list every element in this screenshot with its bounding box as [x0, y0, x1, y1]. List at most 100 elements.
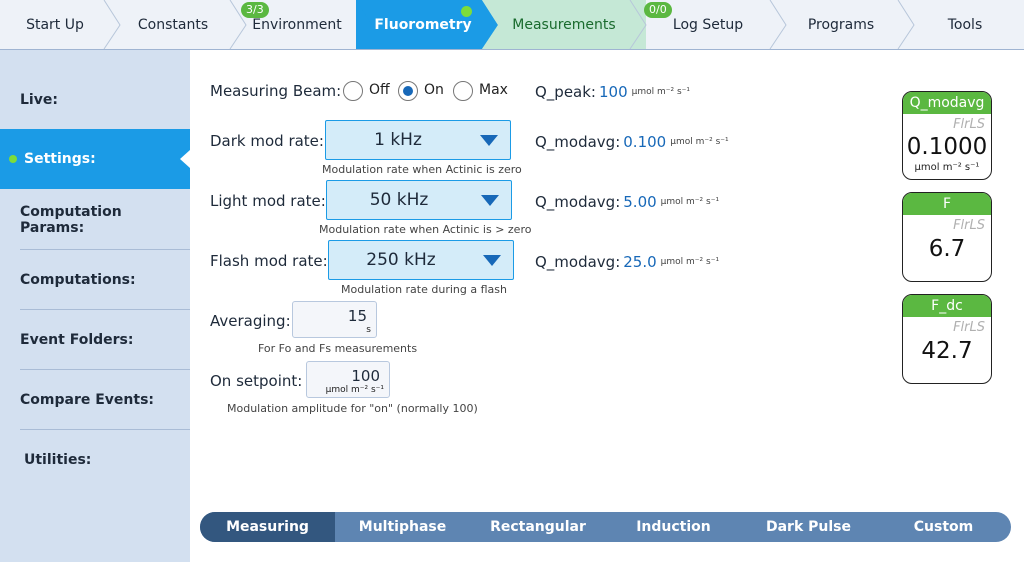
on-setpoint-unit: µmol m⁻² s⁻¹ — [325, 385, 384, 395]
sidebar-divider — [20, 309, 190, 310]
readout-card-f-dc[interactable]: F_dc FlrLS 42.7 — [902, 294, 992, 384]
on-setpoint-input[interactable]: 100 µmol m⁻² s⁻¹ — [306, 361, 390, 398]
sidebar-item-event-folders[interactable]: Event Folders: — [0, 310, 190, 370]
segment-custom[interactable]: Custom — [876, 512, 1011, 542]
segment-induction[interactable]: Induction — [606, 512, 741, 542]
readout-title: F — [903, 193, 991, 215]
tab-environment[interactable]: 3/3 Environment — [236, 0, 358, 49]
sidebar-divider — [20, 369, 190, 370]
quantity-key: Q_modavg: — [535, 193, 621, 211]
measuring-beam-off-radio[interactable] — [343, 81, 363, 101]
readout-value: 6.7 — [928, 236, 966, 262]
chevron-down-icon — [480, 135, 498, 146]
chevron-down-icon — [483, 255, 501, 266]
quantity-unit: µmol m⁻² s⁻¹ — [660, 197, 720, 207]
tab-programs[interactable]: Programs — [776, 0, 906, 49]
sidebar-item-compare-events[interactable]: Compare Events: — [0, 370, 190, 430]
radio-label-on: On — [424, 82, 444, 98]
active-dot — [9, 155, 17, 163]
measuring-beam-label: Measuring Beam: — [210, 82, 342, 100]
sidebar-item-utilities[interactable]: Utilities: — [0, 430, 190, 490]
readout-source: FlrLS — [953, 320, 985, 335]
readout-title: Q_modavg — [903, 92, 991, 114]
sidebar-item-label: Compare Events: — [20, 392, 154, 408]
sidebar-item-computation-params[interactable]: Computation Params: — [0, 190, 190, 250]
quantity-key: Q_modavg: — [535, 133, 621, 151]
segment-multiphase[interactable]: Multiphase — [335, 512, 470, 542]
light-mod-rate-label: Light mod rate: — [210, 192, 326, 210]
tab-constants[interactable]: Constants — [110, 0, 236, 49]
averaging-hint: For Fo and Fs measurements — [258, 342, 418, 355]
tab-label: Constants — [137, 16, 209, 33]
segment-rectangular[interactable]: Rectangular — [470, 512, 606, 542]
tab-measurements[interactable]: Measurements — [482, 0, 646, 49]
light-mod-rate-hint: Modulation rate when Actinic is > zero — [319, 223, 532, 236]
segment-dark-pulse[interactable]: Dark Pulse — [741, 512, 876, 542]
readout-card-f[interactable]: F FlrLS 6.7 — [902, 192, 992, 282]
readout-source: FlrLS — [953, 218, 985, 233]
measuring-beam-max-radio[interactable] — [453, 81, 473, 101]
sidebar: Live: Settings: Computation Params: Comp… — [0, 50, 190, 562]
quantity-value: 100 — [599, 83, 628, 101]
quantity-value: 0.100 — [623, 133, 667, 151]
radio-label-max: Max — [479, 82, 508, 98]
segment-label: Measuring — [226, 519, 309, 535]
dark-mod-rate-hint: Modulation rate when Actinic is zero — [322, 163, 522, 176]
light-mod-rate-dropdown[interactable]: 50 kHz — [326, 180, 512, 220]
quantity-unit: µmol m⁻² s⁻¹ — [660, 257, 720, 267]
on-setpoint-label: On setpoint: — [210, 372, 303, 390]
tab-label: Measurements — [512, 16, 616, 33]
active-notch — [180, 150, 190, 168]
quantity-value: 5.00 — [623, 193, 657, 211]
readout-value: 0.1000 — [906, 134, 988, 160]
environment-count-badge: 3/3 — [241, 2, 269, 18]
tab-log-setup[interactable]: Log Setup — [640, 0, 776, 49]
sidebar-item-label: Computations: — [20, 272, 136, 288]
segment-label: Custom — [913, 519, 974, 535]
sidebar-item-live[interactable]: Live: — [0, 70, 190, 130]
sidebar-item-label: Event Folders: — [20, 332, 134, 348]
segment-measuring[interactable]: Measuring — [200, 512, 335, 542]
sidebar-item-computations[interactable]: Computations: — [0, 250, 190, 310]
readout-value: 42.7 — [921, 338, 973, 364]
sidebar-item-label: Settings: — [24, 151, 96, 167]
averaging-value: 15 — [347, 307, 367, 325]
dropdown-value: 50 kHz — [369, 190, 429, 210]
tab-label: Programs — [807, 16, 875, 33]
sidebar-item-label: Computation Params: — [20, 204, 122, 236]
measurements-count-badge: 0/0 — [644, 2, 672, 18]
readout-unit: µmol m⁻² s⁻¹ — [914, 162, 980, 173]
tab-tools[interactable]: Tools — [906, 0, 1024, 49]
segment-label: Induction — [636, 519, 711, 535]
readout-card-q-modavg[interactable]: Q_modavg FlrLS 0.1000 µmol m⁻² s⁻¹ — [902, 91, 992, 180]
quantity-key: Q_modavg: — [535, 253, 621, 271]
top-navigation: Start Up Constants 3/3 Environment Fluor… — [0, 0, 1024, 50]
flash-mod-rate-hint: Modulation rate during a flash — [341, 283, 507, 296]
averaging-input[interactable]: 15 s — [292, 301, 377, 338]
quantity-unit: µmol m⁻² s⁻¹ — [670, 137, 729, 147]
quantity-value: 25.0 — [623, 253, 657, 271]
tab-label: Fluorometry — [374, 16, 472, 33]
on-setpoint-value: 100 — [351, 367, 380, 385]
averaging-unit: s — [366, 325, 371, 335]
tab-label: Log Setup — [672, 16, 744, 33]
radio-label-off: Off — [369, 82, 390, 98]
measurement-type-tabs: Measuring Multiphase Rectangular Inducti… — [200, 512, 1011, 542]
tab-fluorometry[interactable]: Fluorometry — [356, 0, 492, 49]
dark-mod-rate-dropdown[interactable]: 1 kHz — [325, 120, 511, 160]
flash-mod-rate-dropdown[interactable]: 250 kHz — [328, 240, 514, 280]
sidebar-divider — [20, 429, 190, 430]
chevron-down-icon — [481, 195, 499, 206]
dropdown-value: 250 kHz — [366, 250, 436, 270]
tab-start-up[interactable]: Start Up — [0, 0, 110, 49]
measuring-beam-on-radio[interactable] — [398, 81, 418, 101]
dark-mod-rate-label: Dark mod rate: — [210, 132, 324, 150]
segment-label: Dark Pulse — [765, 519, 851, 535]
sidebar-divider — [20, 249, 190, 250]
sidebar-item-settings[interactable]: Settings: — [0, 129, 190, 189]
segment-label: Multiphase — [358, 519, 447, 535]
